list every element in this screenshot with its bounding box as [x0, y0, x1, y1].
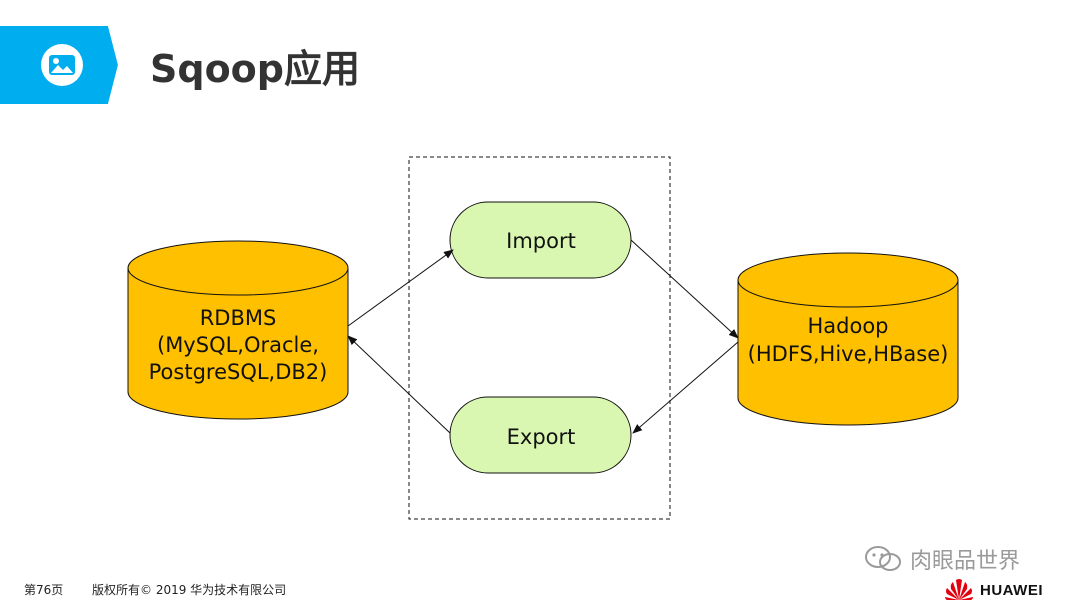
watermark: 肉眼品世界 [864, 544, 1020, 574]
rdbms-label-line-1: RDBMS [200, 306, 277, 330]
arrow-rdbms-to-import [347, 249, 454, 327]
huawei-logo-icon [945, 579, 973, 600]
rdbms-label-line-3: PostgreSQL,DB2) [149, 360, 328, 384]
copyright-notice: 版权所有© 2019 华为技术有限公司 [92, 583, 287, 597]
brand-name: HUAWEI [980, 581, 1043, 599]
arrow-export-to-rdbms [347, 335, 451, 434]
arrow-import-to-hadoop [630, 239, 739, 339]
sqoop-dashed-boundary [408, 156, 671, 520]
import-label: Import [506, 229, 576, 253]
header-banner [0, 26, 118, 104]
hadoop-database: Hadoop (HDFS,Hive,HBase) [737, 252, 959, 426]
image-icon [41, 44, 83, 86]
export-process: Export [449, 396, 632, 474]
rdbms-label-line-2: (MySQL,Oracle, [157, 333, 319, 357]
hadoop-label-line-2: (HDFS,Hive,HBase) [748, 342, 949, 366]
wechat-icon [865, 546, 901, 571]
rdbms-database: RDBMS (MySQL,Oracle, PostgreSQL,DB2) [127, 240, 349, 420]
page-number: 第76页 [24, 583, 64, 597]
hadoop-label-line-1: Hadoop [807, 314, 888, 338]
import-process: Import [449, 201, 632, 279]
huawei-brand: HUAWEI [944, 577, 1043, 603]
arrow-hadoop-to-export [632, 341, 739, 434]
watermark-text: 肉眼品世界 [910, 549, 1021, 574]
page-title: Sqoop应用 [150, 47, 360, 91]
export-label: Export [507, 425, 576, 449]
